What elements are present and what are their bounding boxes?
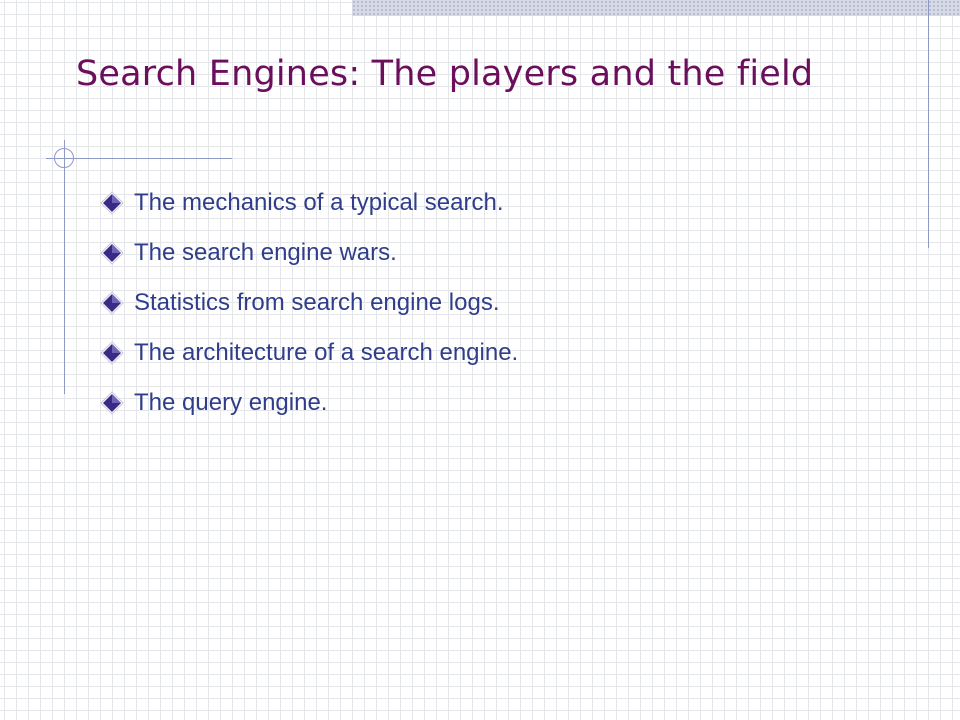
top-decorative-band [352, 0, 960, 16]
bullet-item: The query engine. [100, 378, 518, 428]
left-accent-line [64, 140, 65, 394]
bullet-item: The search engine wars. [100, 228, 518, 278]
slide-title: Search Engines: The players and the fiel… [76, 54, 814, 94]
title-underline-accent [46, 158, 232, 159]
bullet-text: The query engine. [134, 389, 328, 416]
diamond-bullet-icon [100, 291, 124, 315]
right-accent-line [928, 0, 929, 248]
diamond-bullet-icon [100, 341, 124, 365]
diamond-bullet-icon [100, 191, 124, 215]
diamond-bullet-icon [100, 391, 124, 415]
bullet-list: The mechanics of a typical search. The s… [100, 178, 518, 428]
bullet-text: Statistics from search engine logs. [134, 289, 500, 316]
bullet-item: The architecture of a search engine. [100, 328, 518, 378]
bullet-text: The architecture of a search engine. [134, 339, 519, 366]
bullet-item: The mechanics of a typical search. [100, 178, 518, 228]
diamond-bullet-icon [100, 241, 124, 265]
bullet-item: Statistics from search engine logs. [100, 278, 518, 328]
circle-accent-icon [54, 148, 74, 168]
bullet-text: The mechanics of a typical search. [134, 189, 504, 216]
bullet-text: The search engine wars. [134, 239, 397, 266]
